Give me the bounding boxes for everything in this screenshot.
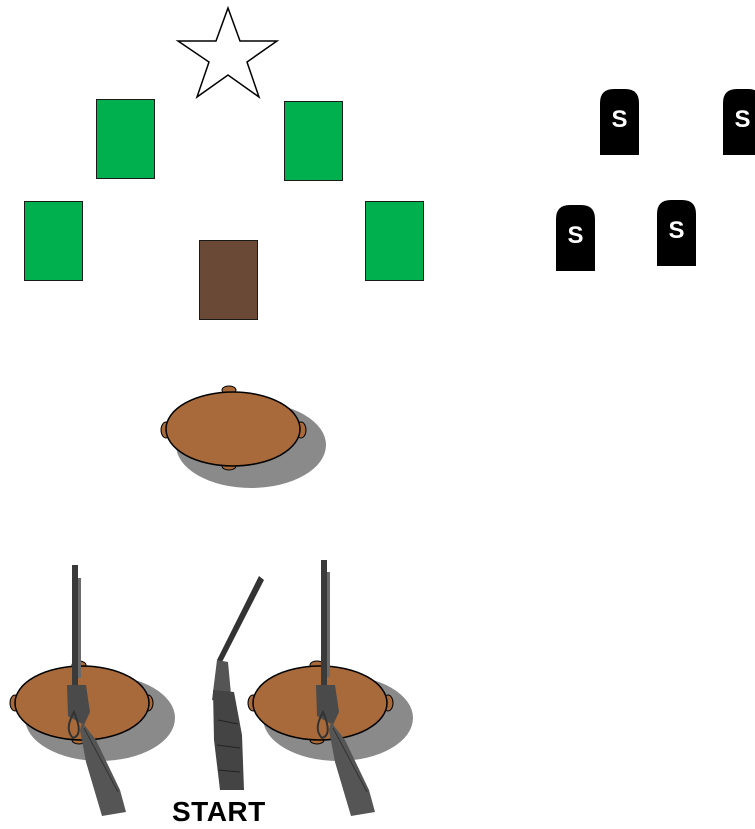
table-icon [161, 386, 326, 488]
brown-card [199, 240, 258, 320]
svg-text:S: S [611, 106, 627, 133]
svg-text:S: S [734, 106, 750, 133]
green-card [365, 201, 424, 281]
green-card [24, 201, 83, 281]
green-card [96, 99, 155, 179]
gravestone-icon: S [657, 200, 696, 266]
start-label: START [172, 796, 266, 828]
gravestone-icon: S [723, 89, 755, 155]
gravestone-icon: S [600, 89, 639, 155]
star-icon [178, 8, 277, 97]
gravestone-icon: S [556, 205, 595, 271]
shotgun-icon [212, 576, 264, 790]
svg-text:S: S [567, 222, 583, 249]
green-card [284, 101, 343, 181]
svg-text:S: S [668, 217, 684, 244]
